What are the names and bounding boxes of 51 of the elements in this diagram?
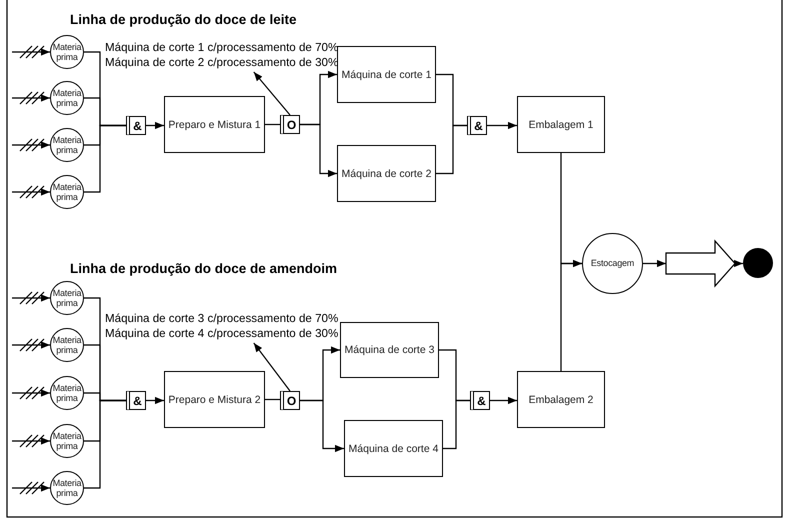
- connector-arrow: [146, 396, 164, 404]
- connector-arrow: [490, 396, 517, 404]
- process-circle: Estocagem: [582, 233, 643, 294]
- connector-arrow: [146, 122, 164, 130]
- junction-box: &: [126, 116, 146, 135]
- connector-arrow: [11, 185, 51, 199]
- connector-arrow: [560, 260, 582, 371]
- connector-arrow: [300, 400, 344, 452]
- process-circle: Materia prima: [50, 424, 84, 458]
- process-circle: Materia prima: [50, 81, 84, 115]
- leader-line: [253, 72, 290, 116]
- connector-arrow: [487, 122, 517, 130]
- process-circle: Materia prima: [50, 281, 84, 315]
- connector-arrow: [300, 124, 337, 178]
- note-text: Máquina de corte 4 c/processamento de 30%: [105, 326, 338, 342]
- big-arrow-shape: [666, 241, 735, 286]
- process-box: Máquina de corte 4: [344, 420, 443, 477]
- connector-arrow: [11, 338, 51, 352]
- process-circle: Materia prima: [50, 175, 84, 209]
- connector-arrow: [11, 138, 51, 152]
- leader-line: [253, 342, 290, 392]
- note-text: Máquina de corte 2 c/processamento de 30%: [105, 55, 338, 70]
- process-box: Embalagem 1: [517, 96, 605, 153]
- connector-arrow: [11, 386, 51, 400]
- process-box: Máquina de corte 2: [337, 145, 436, 202]
- junction-box: O: [280, 391, 300, 410]
- connector-arrow: [11, 291, 51, 305]
- process-box: Preparo e Mistura 2: [164, 371, 265, 428]
- process-circle: Materia prima: [50, 328, 84, 362]
- junction-box: O: [280, 115, 300, 134]
- connector-arrow: [11, 481, 51, 495]
- end-dot: [743, 248, 773, 278]
- connector-arrow: [643, 260, 666, 268]
- connector-arrow: [11, 434, 51, 448]
- process-circle: Materia prima: [50, 35, 84, 69]
- junction-box: &: [470, 391, 490, 410]
- process-box: Máquina de corte 3: [340, 322, 439, 378]
- connector-arrow: [11, 91, 51, 105]
- junction-box: &: [126, 391, 146, 410]
- process-circle: Materia prima: [50, 128, 84, 162]
- process-box: Embalagem 2: [517, 371, 605, 428]
- note-text: Máquina de corte 3 c/processamento de 70%: [105, 310, 338, 326]
- process-box: Máquina de corte 1: [337, 46, 436, 103]
- junction-box: &: [467, 116, 487, 135]
- section-title: Linha de produção do doce de leite: [70, 12, 297, 27]
- process-box: Preparo e Mistura 1: [164, 96, 265, 153]
- process-circle: Materia prima: [50, 471, 84, 505]
- process-circle: Materia prima: [50, 376, 84, 410]
- connector-arrow: [11, 45, 51, 59]
- connector-arrow: [734, 260, 743, 268]
- section-title: Linha de produção do doce de amendoim: [70, 261, 338, 276]
